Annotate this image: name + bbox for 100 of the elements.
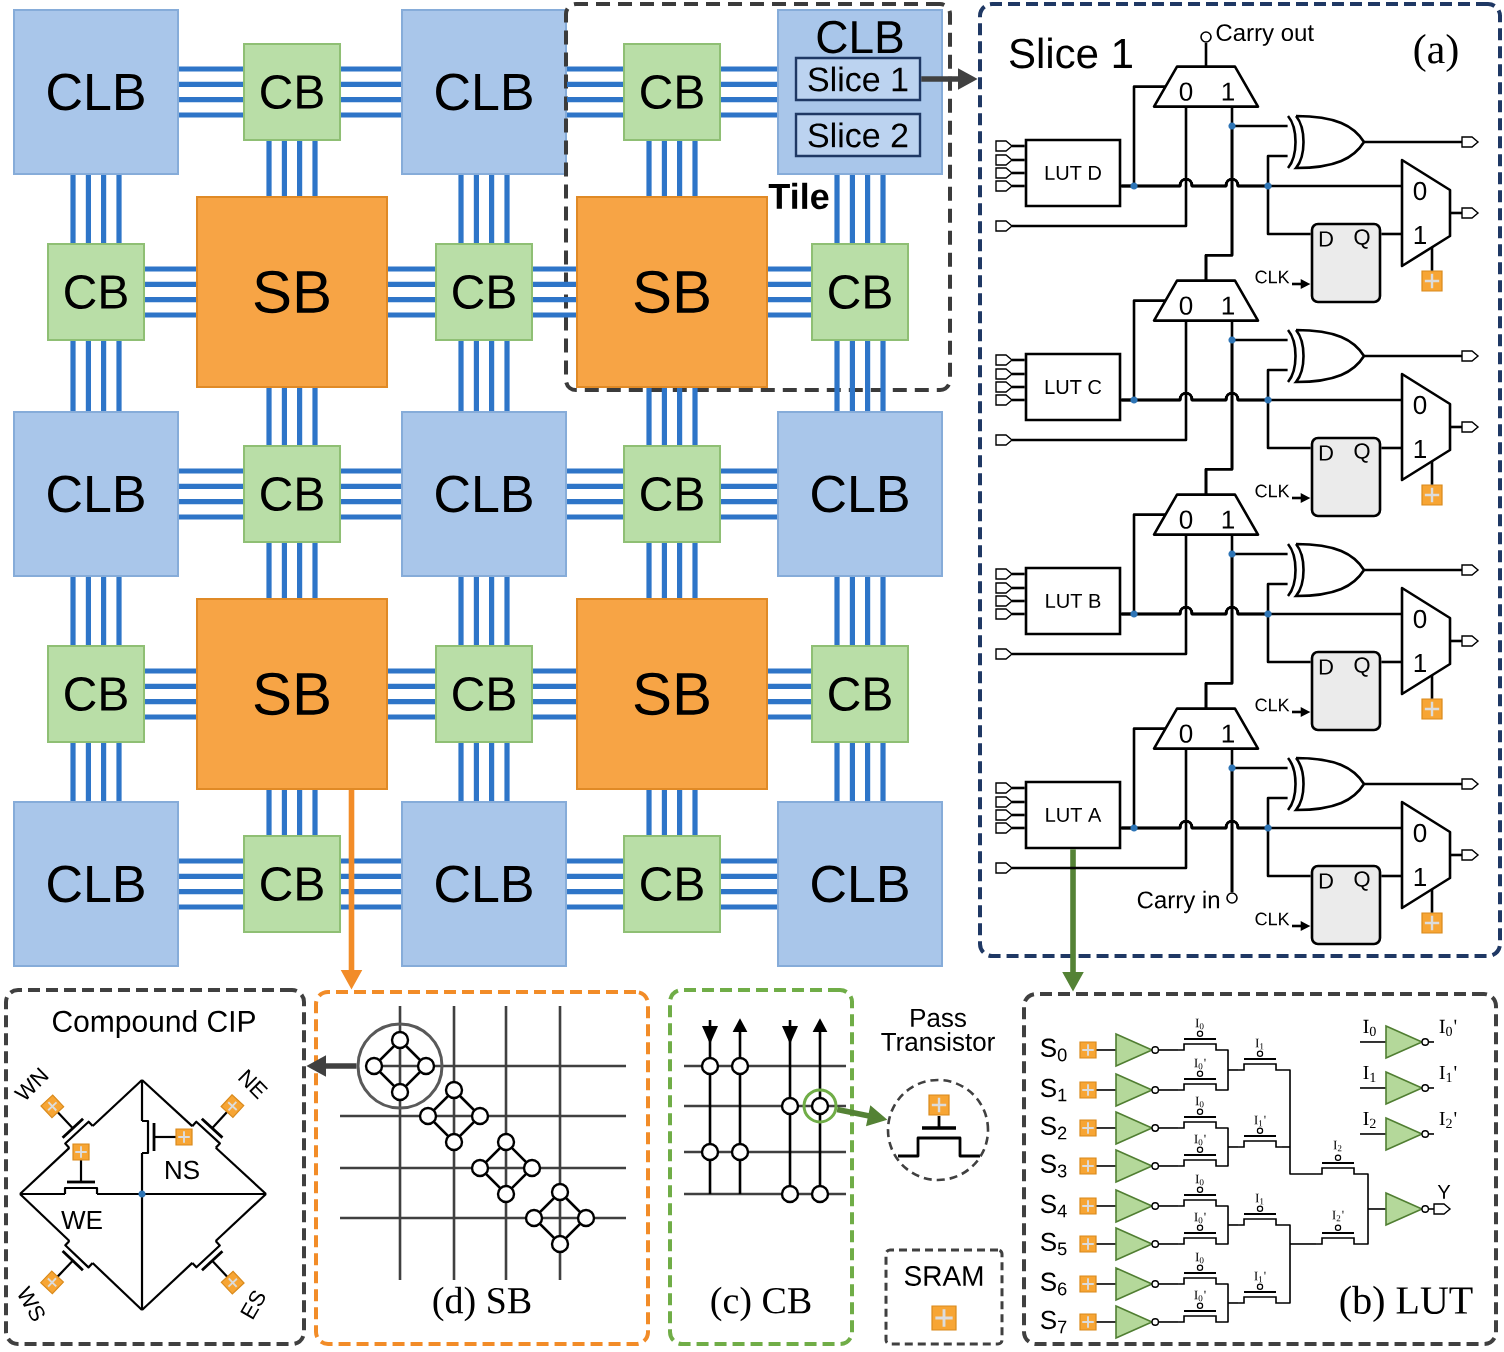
wire-bundle (388, 266, 435, 318)
switch-block: SB (576, 598, 768, 790)
connection-block: CB (435, 645, 533, 743)
wire (1204, 124, 1288, 281)
wire (995, 822, 1025, 834)
sram-icon (1421, 698, 1443, 720)
wire (995, 796, 1025, 808)
wire (1450, 421, 1480, 433)
wire (995, 535, 1188, 660)
switch-block: SB (196, 598, 388, 790)
wire-bundle (646, 388, 698, 445)
xor-gate (1286, 542, 1366, 598)
wire (1450, 635, 1480, 647)
wire-bundle (388, 668, 435, 720)
detail-panel: (c) CB (668, 988, 854, 1346)
wire-bundle (646, 790, 698, 835)
logic-block: CLB (13, 801, 179, 967)
wire (995, 107, 1188, 232)
multiplexer: 0 1 (1400, 586, 1452, 696)
multiplexer: 0 1 (1400, 158, 1452, 268)
wire-bundle (721, 468, 777, 520)
lut-box: LUT A (1024, 780, 1122, 850)
wire-bundle (458, 175, 510, 243)
switch-block: SB (196, 196, 388, 388)
select-label: S$_{2}$ (1040, 1116, 1067, 1140)
gate-label: I$_{0}$ (1363, 1019, 1376, 1037)
wire-bundle (721, 66, 777, 118)
highlight-circle (356, 1022, 444, 1110)
wire (995, 582, 1025, 594)
wire-bundle (834, 743, 886, 801)
wire-bundle (341, 468, 401, 520)
pin-label: Carry in (1137, 890, 1219, 914)
wire-bundle (145, 266, 196, 318)
wire (995, 394, 1025, 406)
wire-bundle (70, 175, 122, 243)
wire-bundle (341, 858, 401, 910)
wire (1230, 749, 1234, 893)
connection-block: CB (623, 835, 721, 933)
memory-box: SRAM (884, 1248, 1004, 1346)
wire-bundle (266, 543, 318, 598)
gate-label: I$_{2}$' (1439, 1111, 1457, 1129)
slice-box: Slice 2 (794, 112, 922, 158)
wire (1381, 660, 1402, 664)
logic-block: CLB (13, 411, 179, 577)
clock-label: CLK (1255, 698, 1290, 712)
gate-label: I$_{2}$ (1363, 1111, 1376, 1129)
wire (1364, 564, 1480, 576)
clock-label: CLK (1255, 270, 1290, 284)
transistor-label: WS (18, 1285, 45, 1321)
select-label: S$_{4}$ (1040, 1194, 1067, 1218)
connection-block: CB (811, 645, 909, 743)
wire (1381, 446, 1402, 450)
logic-block: CLB (13, 9, 179, 175)
logic-block: CLB (401, 411, 567, 577)
wire-bundle (266, 790, 318, 835)
wire-bundle (179, 468, 243, 520)
gate-label: I$_{1}$ (1363, 1065, 1376, 1083)
transistor-label: NS (166, 1160, 199, 1180)
wire (995, 595, 1025, 607)
wire-bundle (533, 266, 576, 318)
wire-bundle (341, 66, 401, 118)
connection-block: CB (243, 43, 341, 141)
wire (995, 354, 1025, 366)
wire (1364, 136, 1480, 148)
connection-block: CB (47, 243, 145, 341)
pin-label: Carry out (1216, 24, 1314, 46)
wire-bundle (567, 858, 623, 910)
wire (995, 782, 1025, 794)
connection-block: CB (47, 645, 145, 743)
wire (995, 749, 1188, 874)
sram-icon (1421, 484, 1443, 506)
logic-block: CLB (401, 801, 567, 967)
clock-label: CLK (1255, 912, 1290, 926)
wire-bundle (567, 66, 623, 118)
wire-bundle (533, 668, 576, 720)
wire-bundle (458, 341, 510, 411)
wire-bundle (646, 141, 698, 196)
clock-label: CLK (1255, 484, 1290, 498)
flip-flop: D Q (1310, 650, 1382, 732)
connection-block: CB (435, 243, 533, 341)
wire-bundle (834, 175, 886, 243)
connection-block: CB (811, 243, 909, 341)
lut-box: LUT D (1024, 138, 1122, 208)
wire (1121, 392, 1311, 450)
highlight-circle (802, 1088, 838, 1124)
wire (995, 809, 1025, 821)
output-label: Y (1437, 1185, 1451, 1199)
xor-gate (1286, 114, 1366, 170)
wire-bundle (834, 577, 886, 645)
connection-block: CB (623, 445, 721, 543)
connection-block: CB (243, 445, 341, 543)
transistor-label: WN (13, 1067, 49, 1100)
multiplexer: 0 1 (1400, 800, 1452, 910)
multiplexer: 0 1 (1152, 493, 1260, 536)
lut-box: LUT C (1024, 352, 1122, 422)
wire-bundle (179, 858, 243, 910)
wire (1450, 207, 1480, 219)
wire (995, 321, 1188, 446)
wire-bundle (179, 66, 243, 118)
detail-panel: (d) SB (314, 990, 650, 1346)
